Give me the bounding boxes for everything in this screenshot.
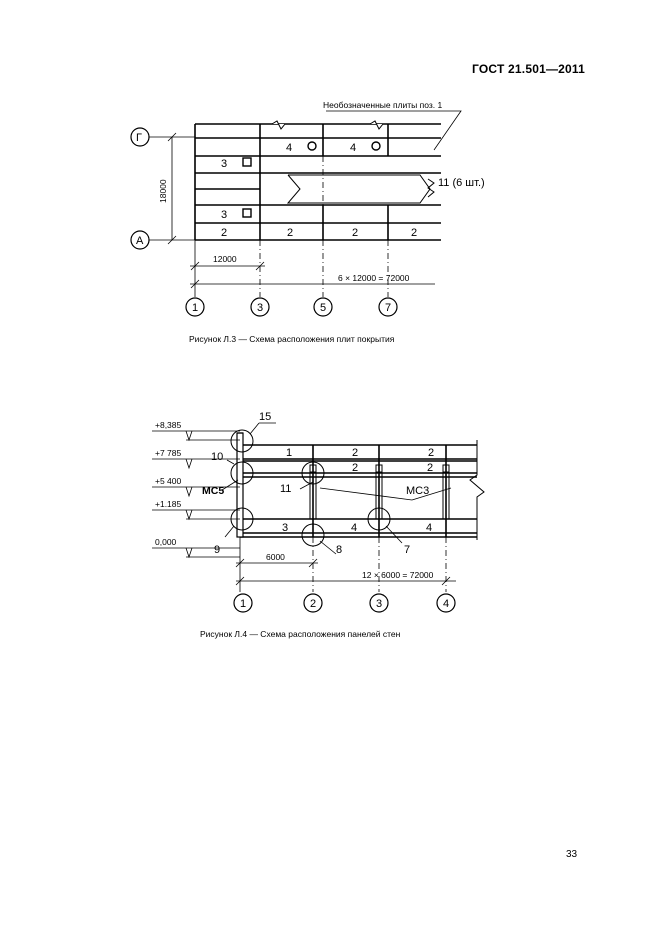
axis-label-3: 3	[376, 598, 382, 610]
square-marker	[242, 157, 252, 167]
axis-col-3	[250, 297, 270, 317]
panel-grid	[239, 444, 477, 538]
slab-label-4: 4	[350, 142, 356, 154]
dimension-height-label: 18000	[158, 179, 168, 203]
dimension-total-label: 6 × 12000 = 72000	[338, 273, 410, 283]
callout-leaders	[221, 422, 452, 555]
axis-col-3	[369, 593, 389, 613]
elevation-label: +7 785	[155, 448, 182, 458]
callout-label-15: 15	[259, 411, 271, 423]
note-unmarked-slabs: Необозначенные плиты поз. 1	[323, 100, 442, 110]
break-line-symbol	[271, 120, 286, 130]
slab-label-2: 2	[287, 227, 293, 239]
slab-label-3: 3	[221, 209, 227, 221]
dimension-span-label: 6000	[266, 552, 285, 562]
axis-label-5: 5	[320, 302, 326, 314]
panel-label-2: 2	[427, 462, 433, 474]
node-circle-15	[230, 429, 254, 453]
figure-roof-slabs-layout	[130, 110, 462, 317]
panel-label-2: 2	[428, 447, 434, 459]
break-line-symbol	[469, 440, 485, 540]
panel-label-3: 3	[282, 522, 288, 534]
node-circle-10	[230, 461, 254, 485]
axis-col-1	[233, 593, 253, 613]
slab-grid	[194, 123, 441, 241]
elevation-label: +5 400	[155, 476, 182, 486]
axis-col-lines	[194, 156, 389, 297]
opening-marker	[371, 141, 381, 151]
axis-col-2	[303, 593, 323, 613]
dimension-span	[190, 261, 265, 271]
node-circle-9	[230, 507, 254, 531]
skylight-right-break	[427, 178, 435, 198]
axis-label-2: 2	[310, 598, 316, 610]
node-circle-7	[367, 507, 391, 531]
axis-col-7	[378, 297, 398, 317]
figure-wall-panels-layout	[152, 422, 485, 613]
callout-label-mc5: МС5	[202, 485, 224, 497]
slab-label-4: 4	[286, 142, 292, 154]
panel-label-2: 2	[352, 462, 358, 474]
dimension-span	[235, 558, 318, 568]
panel-label-2: 2	[352, 447, 358, 459]
panel-label-1: 1	[286, 447, 292, 459]
slab-label-2: 2	[221, 227, 227, 239]
slab-label-2: 2	[411, 227, 417, 239]
callout-label-8: 8	[336, 544, 342, 556]
dimension-total-label: 12 × 6000 = 72000	[362, 570, 434, 580]
square-marker	[242, 208, 252, 218]
axis-col-1	[185, 297, 205, 317]
axis-label-7: 7	[385, 302, 391, 314]
skylight-arrow-shape	[286, 174, 431, 204]
callout-label-7: 7	[404, 544, 410, 556]
panel-label-4: 4	[351, 522, 357, 534]
axis-label-3: 3	[257, 302, 263, 314]
elevation-label: 0,000	[155, 537, 177, 547]
axis-label-A: А	[136, 235, 144, 247]
slab-label-2: 2	[352, 227, 358, 239]
note-leader	[326, 110, 462, 151]
axis-label-4: 4	[443, 598, 449, 610]
elevation-marks	[152, 430, 240, 559]
dimension-total	[190, 279, 435, 289]
figure-caption-l3: Рисунок Л.3 — Схема расположения плит по…	[189, 334, 395, 344]
callout-label-9: 9	[214, 544, 220, 556]
callout-label-11: 11	[280, 483, 291, 495]
figure-caption-l4: Рисунок Л.4 — Схема расположения панелей…	[200, 629, 401, 639]
column-strips	[309, 464, 450, 519]
axis-label-1: 1	[192, 302, 198, 314]
opening-marker	[307, 141, 317, 151]
elevation-label: +1.185	[155, 499, 182, 509]
axis-col-lines	[239, 537, 447, 592]
callout-label-mc3: МС3	[406, 485, 429, 497]
callout-11-skylight: 11 (6 шт.)	[438, 177, 485, 189]
document-standard-header: ГОСТ 21.501—2011	[472, 62, 585, 76]
dimension-height	[167, 132, 177, 245]
corner-post	[236, 432, 244, 538]
axis-label-G: Г	[136, 132, 142, 144]
axis-col-4	[436, 593, 456, 613]
callout-label-10: 10	[211, 451, 223, 463]
elevation-label: +8,385	[155, 420, 182, 430]
panel-label-4: 4	[426, 522, 432, 534]
dimension-span-label: 12000	[213, 254, 237, 264]
page-number: 33	[566, 849, 578, 860]
dimension-total	[235, 576, 456, 586]
node-circle-11	[301, 461, 325, 485]
break-line-symbol	[369, 120, 384, 130]
axis-col-5	[313, 297, 333, 317]
axis-label-1: 1	[240, 598, 246, 610]
slab-label-3: 3	[221, 158, 227, 170]
